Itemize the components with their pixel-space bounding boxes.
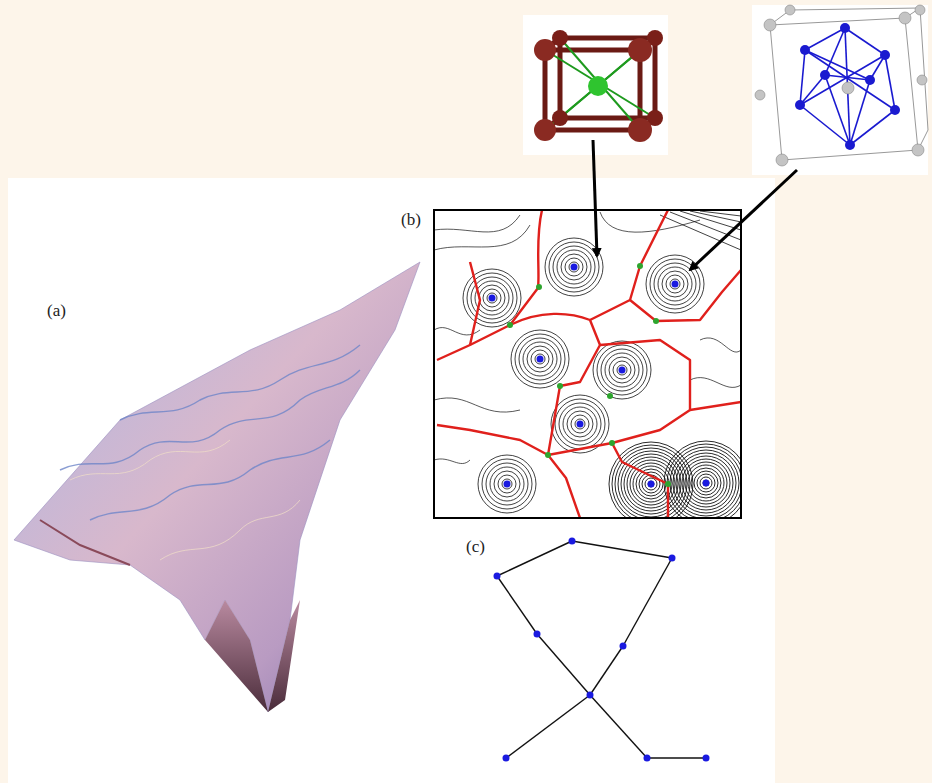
panel-label: (b) <box>401 211 421 228</box>
panel-label: (c) <box>466 538 485 555</box>
panel-label: (a) <box>47 302 66 319</box>
